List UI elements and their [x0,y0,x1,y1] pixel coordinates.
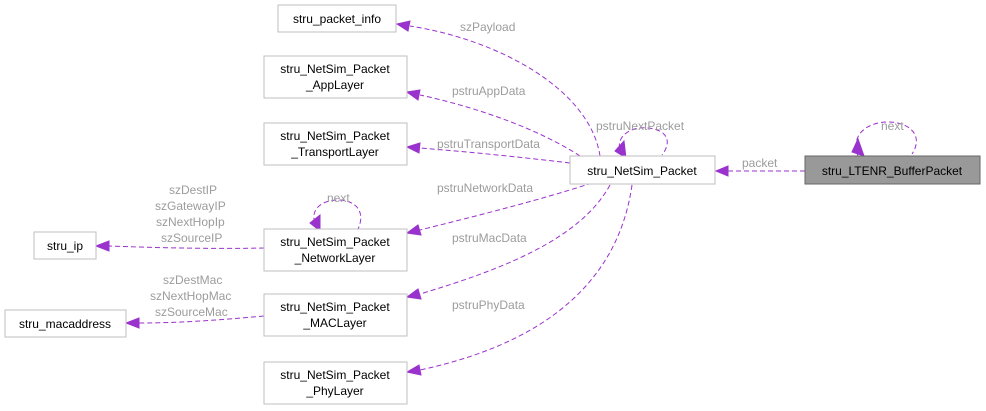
node-network-layer[interactable]: stru_NetSim_Packet _NetworkLayer [263,228,408,272]
svg-text:_TransportLayer: _TransportLayer [290,145,379,159]
edge-label-mac-0: szDestMac [163,273,222,287]
svg-text:_MACLayer: _MACLayer [302,316,366,330]
edge-label-transport-data: pstruTransportData [437,137,540,151]
node-packet-info[interactable]: stru_packet_info [277,4,397,33]
node-phy-layer[interactable]: stru_NetSim_Packet _PhyLayer [263,361,408,405]
edge-app-data [405,89,581,157]
node-app-layer[interactable]: stru_NetSim_Packet _AppLayer [263,55,408,99]
edge-packet-next [614,127,668,159]
node-transport-layer[interactable]: stru_NetSim_Packet _TransportLayer [263,122,408,166]
edge-buffer-next [851,121,917,157]
edge-label-app-data: pstruAppData [452,84,526,98]
edge-ip-fields [94,240,265,252]
svg-text:stru_LTENR_BufferPacket: stru_LTENR_BufferPacket [822,164,963,178]
svg-text:stru_ip: stru_ip [47,239,83,253]
svg-text:_PhyLayer: _PhyLayer [305,384,363,398]
edge-mac-fields [124,315,265,329]
edge-packet [714,165,805,177]
edge-label-ip-2: szNextHopIp [156,215,225,229]
edge-label-mac-2: szSourceMac [155,305,228,319]
svg-text:stru_NetSim_Packet: stru_NetSim_Packet [280,300,390,314]
edge-label-ip-3: szSourceIP [161,231,222,245]
edge-network-data [405,182,593,236]
edge-mac-data [405,184,611,300]
node-macaddress[interactable]: stru_macaddress [4,309,127,338]
node-buffer-packet[interactable]: stru_LTENR_BufferPacket [804,155,981,185]
edge-label-buffer-next: next [881,119,904,133]
edge-label-mac-1: szNextHopMac [150,289,231,303]
edge-label-phy-data: pstruPhyData [452,298,525,312]
edge-label-payload: szPayload [460,20,515,34]
node-netsim-packet[interactable]: stru_NetSim_Packet [569,155,716,185]
node-mac-layer[interactable]: stru_NetSim_Packet _MACLayer [263,293,408,337]
svg-text:stru_NetSim_Packet: stru_NetSim_Packet [280,368,390,382]
edge-phy-data [405,184,633,376]
edge-label-network-next: next [327,191,350,205]
svg-text:stru_macaddress: stru_macaddress [19,317,111,331]
svg-text:_AppLayer: _AppLayer [305,78,364,92]
edge-label-ip-0: szDestIP [169,183,217,197]
svg-text:stru_NetSim_Packet: stru_NetSim_Packet [280,235,390,249]
svg-text:_NetworkLayer: _NetworkLayer [294,251,376,265]
edge-label-network-data: pstruNetworkData [437,181,533,195]
node-ip[interactable]: stru_ip [33,231,97,260]
edge-label-mac-data: pstruMacData [452,231,527,245]
edge-network-next [309,199,362,233]
edge-label-packet: packet [742,156,778,170]
edge-transport-data [405,142,571,164]
edge-label-packet-next: pstruNextPacket [596,119,685,133]
svg-text:stru_packet_info: stru_packet_info [293,12,381,26]
svg-text:stru_NetSim_Packet: stru_NetSim_Packet [280,129,390,143]
svg-text:stru_NetSim_Packet: stru_NetSim_Packet [587,164,697,178]
edge-payload [395,20,601,157]
svg-text:stru_NetSim_Packet: stru_NetSim_Packet [280,62,390,76]
edge-label-ip-1: szGatewayIP [155,199,226,213]
